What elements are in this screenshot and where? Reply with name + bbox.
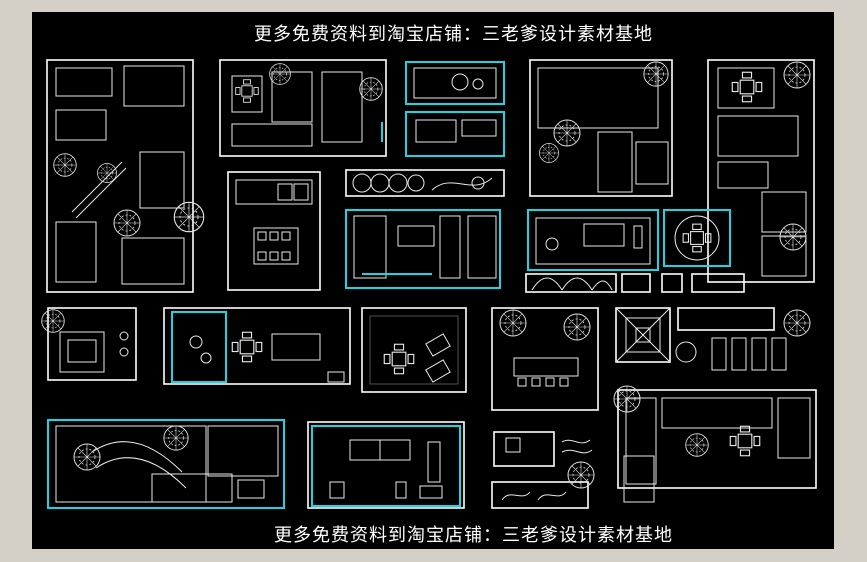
plan-round-table[interactable]	[663, 209, 731, 267]
plan-garden-dining[interactable]	[491, 307, 599, 411]
dining-table-icon	[231, 331, 263, 363]
tree-symbol-icon	[613, 385, 641, 413]
tree-symbol-icon	[499, 309, 527, 337]
dining-table-icon	[731, 71, 763, 103]
plan-tall-right[interactable]	[707, 59, 815, 283]
plan-dining-room[interactable]	[227, 171, 321, 291]
plan-lounge[interactable]	[527, 209, 659, 271]
tree-symbol-icon	[359, 77, 383, 101]
plan-garden-left[interactable]	[46, 59, 205, 293]
dining-table-icon	[235, 79, 259, 103]
paving-strips[interactable]	[525, 273, 745, 293]
plan-small-stacked[interactable]	[405, 61, 505, 157]
tree-symbol-icon	[269, 63, 291, 85]
floor-plan-sheet	[41, 59, 817, 509]
tree-symbol-icon	[163, 425, 189, 451]
tree-symbol-icon	[779, 223, 807, 251]
plan-small-left[interactable]	[41, 307, 137, 381]
plan-living-room-2[interactable]	[163, 307, 351, 385]
tree-symbol-icon	[643, 61, 669, 87]
caption-bottom: 更多免费资料到淘宝店铺：三老爹设计素材基地	[274, 525, 673, 546]
dining-table-icon	[682, 223, 712, 253]
plan-bedroom[interactable]	[307, 421, 465, 509]
umbrella-icon	[553, 119, 581, 147]
dining-table-icon	[729, 425, 761, 457]
tree-symbol-icon	[73, 443, 101, 471]
dining-table-icon	[383, 343, 415, 375]
plan-garden-bottom-right[interactable]	[613, 385, 817, 503]
tree-symbol-icon	[567, 461, 595, 489]
tree-symbol-icon	[783, 61, 811, 89]
tree-symbol-icon	[685, 433, 709, 457]
tree-symbol-icon	[41, 309, 65, 333]
detail-pieces[interactable]	[491, 431, 595, 509]
tree-symbol-icon	[53, 153, 77, 177]
cad-drawing-canvas[interactable]: 更多免费资料到淘宝店铺：三老爹设计素材基地	[32, 12, 834, 549]
plan-pavilion-steps[interactable]	[615, 307, 811, 371]
plan-kitchen[interactable]	[345, 209, 501, 289]
plan-living-room-1[interactable]	[219, 59, 387, 157]
elevation-strip-circles[interactable]	[345, 169, 505, 197]
plan-sofa-room[interactable]	[361, 307, 467, 393]
plan-garden-bottom-left[interactable]	[47, 419, 285, 509]
caption-top: 更多免费资料到淘宝店铺：三老爹设计素材基地	[254, 24, 653, 45]
tree-symbol-icon	[783, 309, 811, 337]
tree-symbol-icon	[173, 201, 205, 233]
plan-courtyard-umbrella[interactable]	[529, 59, 673, 197]
tree-symbol-icon	[113, 209, 141, 237]
tree-symbol-icon	[539, 143, 559, 163]
tree-symbol-icon	[563, 313, 591, 341]
